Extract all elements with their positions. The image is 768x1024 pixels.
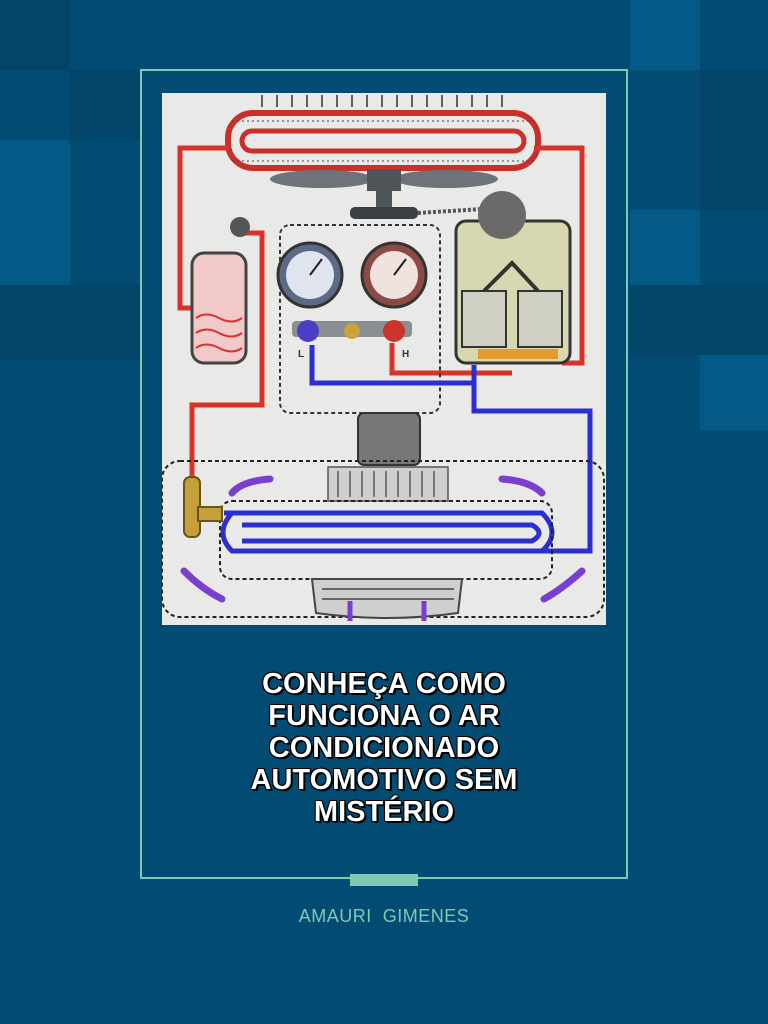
airflow-arrows-icon: [261, 95, 503, 107]
manifold-gauges-icon: L H: [276, 241, 428, 360]
background-tile: [70, 70, 140, 140]
book-title: CONHEÇA COMO FUNCIONA O AR CONDICIONADO …: [150, 668, 618, 828]
background-tile: [700, 355, 768, 430]
accent-bar: [350, 874, 418, 886]
title-line: CONHEÇA COMO: [262, 668, 506, 700]
author-name: AMAURI GIMENES: [298, 906, 470, 926]
background-tile: [630, 285, 768, 355]
gauge-high-label: H: [402, 349, 409, 360]
fan-icon: [270, 169, 498, 219]
ac-diagram-illustration: L H: [162, 95, 605, 621]
compressor-icon: [454, 191, 572, 365]
background-tile: [700, 70, 768, 210]
cabin-airflow-icon: [180, 475, 586, 603]
gauge-low-label: L: [298, 349, 304, 360]
background-tile: [0, 140, 70, 285]
title-line: MISTÉRIO: [313, 796, 455, 828]
ac-system-diagram: L H: [162, 93, 606, 625]
title-line: CONDICIONADO: [268, 732, 500, 764]
background-tile: [0, 0, 70, 70]
blower-motor-icon: [327, 412, 449, 502]
background-tile: [630, 0, 700, 70]
title-line: FUNCIONA O AR: [268, 700, 500, 732]
background-tile: [630, 210, 700, 285]
condenser-icon: [225, 110, 541, 171]
air-vent-icon: [310, 578, 464, 621]
title-line: AUTOMOTIVO SEM: [250, 764, 518, 796]
expansion-valve-icon: [183, 476, 223, 538]
receiver-drier-icon: [190, 217, 250, 365]
background-tile: [0, 285, 140, 360]
